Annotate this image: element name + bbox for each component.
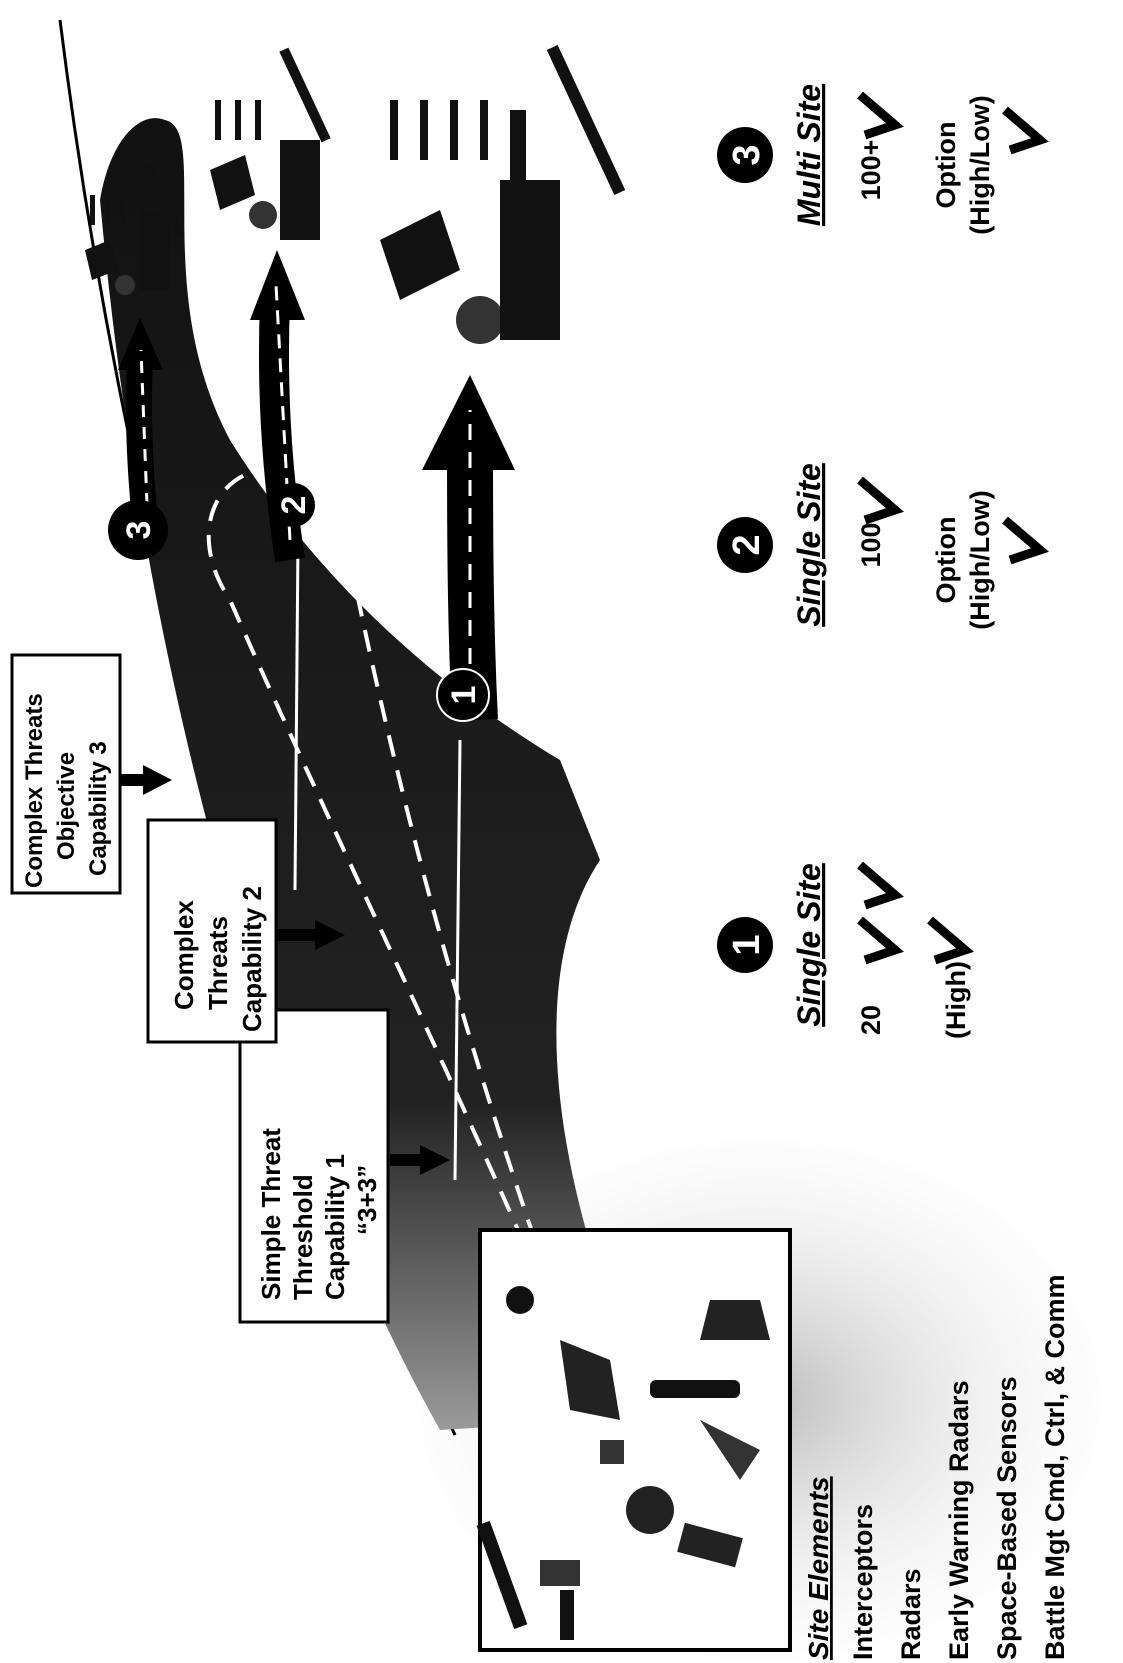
guide-line-3 — [135, 559, 142, 761]
branch-arrow-1 — [422, 375, 515, 722]
check-icon — [857, 916, 904, 965]
column-title: Single Site — [791, 463, 827, 627]
capability-road — [100, 118, 640, 1431]
svg-text:Objective: Objective — [53, 752, 80, 860]
svg-text:1: 1 — [726, 934, 768, 955]
site-element-item: Radars — [896, 1568, 926, 1660]
svg-text:Complex Threats: Complex Threats — [21, 693, 48, 888]
check-icon — [1002, 516, 1049, 565]
column-title: Single Site — [791, 863, 827, 1027]
svg-text:3: 3 — [120, 521, 158, 540]
svg-text:“3+3”: “3+3” — [352, 1165, 382, 1235]
callout-capability-1: Simple Threat Threshold Capability 1 “3+… — [238, 1008, 450, 1324]
check-icon — [857, 476, 904, 525]
svg-text:3: 3 — [726, 144, 768, 165]
guide-line-2 — [293, 539, 300, 891]
svg-text:2: 2 — [275, 496, 313, 515]
interceptor-icon — [506, 1286, 760, 1568]
svg-text:Capability 2: Capability 2 — [237, 886, 267, 1032]
svg-text:Capability 3: Capability 3 — [85, 741, 112, 876]
site-element-item: Interceptors — [848, 1504, 878, 1660]
column-option: Option(High/Low) — [931, 490, 995, 629]
callout-capability-2: Complex Threats Capability 2 — [146, 818, 345, 1044]
path-marker-2: 2 — [271, 483, 315, 527]
site-element-item: Space-Based Sensors — [992, 1376, 1022, 1660]
equipment-cluster-2 — [210, 47, 331, 240]
svg-text:2: 2 — [726, 534, 768, 555]
path-marker-1: 1 — [436, 668, 490, 722]
column-2: 2 Single Site 100 Option(High/Low) — [717, 463, 1049, 630]
site-elements-heading: Site Elements — [803, 1476, 834, 1660]
column-option: (High) — [941, 961, 971, 1039]
site-element-item: Battle Mgt Cmd, Ctrl, & Comm — [1040, 1274, 1070, 1660]
lane-dash-2 — [206, 468, 597, 1411]
column-badge-3 — [717, 127, 773, 183]
check-icon — [857, 861, 904, 910]
svg-text:1: 1 — [445, 686, 483, 705]
radar-icon — [560, 1300, 770, 1534]
site-elements-image-box — [476, 1228, 792, 1652]
column-3: 3 Multi Site 100+ Option(High/Low) — [717, 84, 1049, 235]
column-title: Multi Site — [791, 84, 827, 226]
site-elements-list: Site Elements Interceptors Radars Early … — [803, 1274, 1070, 1660]
equipment-cluster-1 — [380, 44, 626, 344]
check-icon — [857, 91, 904, 140]
callout-capability-3: Complex Threats Objective Capability 3 — [10, 653, 172, 895]
column-option: Option(High/Low) — [931, 95, 995, 234]
site-element-item: Early Warning Radars — [944, 1380, 974, 1660]
svg-text:Capability 1: Capability 1 — [320, 1154, 350, 1300]
column-interceptors: 20 — [856, 1005, 886, 1035]
svg-text:Threats: Threats — [203, 916, 233, 1010]
check-icon — [927, 916, 974, 965]
column-interceptors: 100 — [856, 522, 886, 567]
column-badge-2 — [717, 517, 773, 573]
path-marker-3: 3 — [108, 500, 168, 560]
guide-line-1 — [453, 739, 462, 1181]
svg-text:Threshold: Threshold — [288, 1174, 318, 1300]
column-interceptors: 100+ — [856, 140, 886, 201]
svg-text:Complex: Complex — [169, 900, 199, 1010]
equipment-cluster-3 — [85, 162, 185, 295]
branch-arrow-3 — [118, 318, 163, 522]
column-badge-1 — [717, 917, 773, 973]
satellite-icon — [476, 1520, 580, 1640]
check-icon — [1002, 106, 1049, 155]
svg-text:Simple Threat: Simple Threat — [256, 1128, 286, 1300]
column-1: 1 Single Site 20 (High) — [717, 861, 974, 1039]
